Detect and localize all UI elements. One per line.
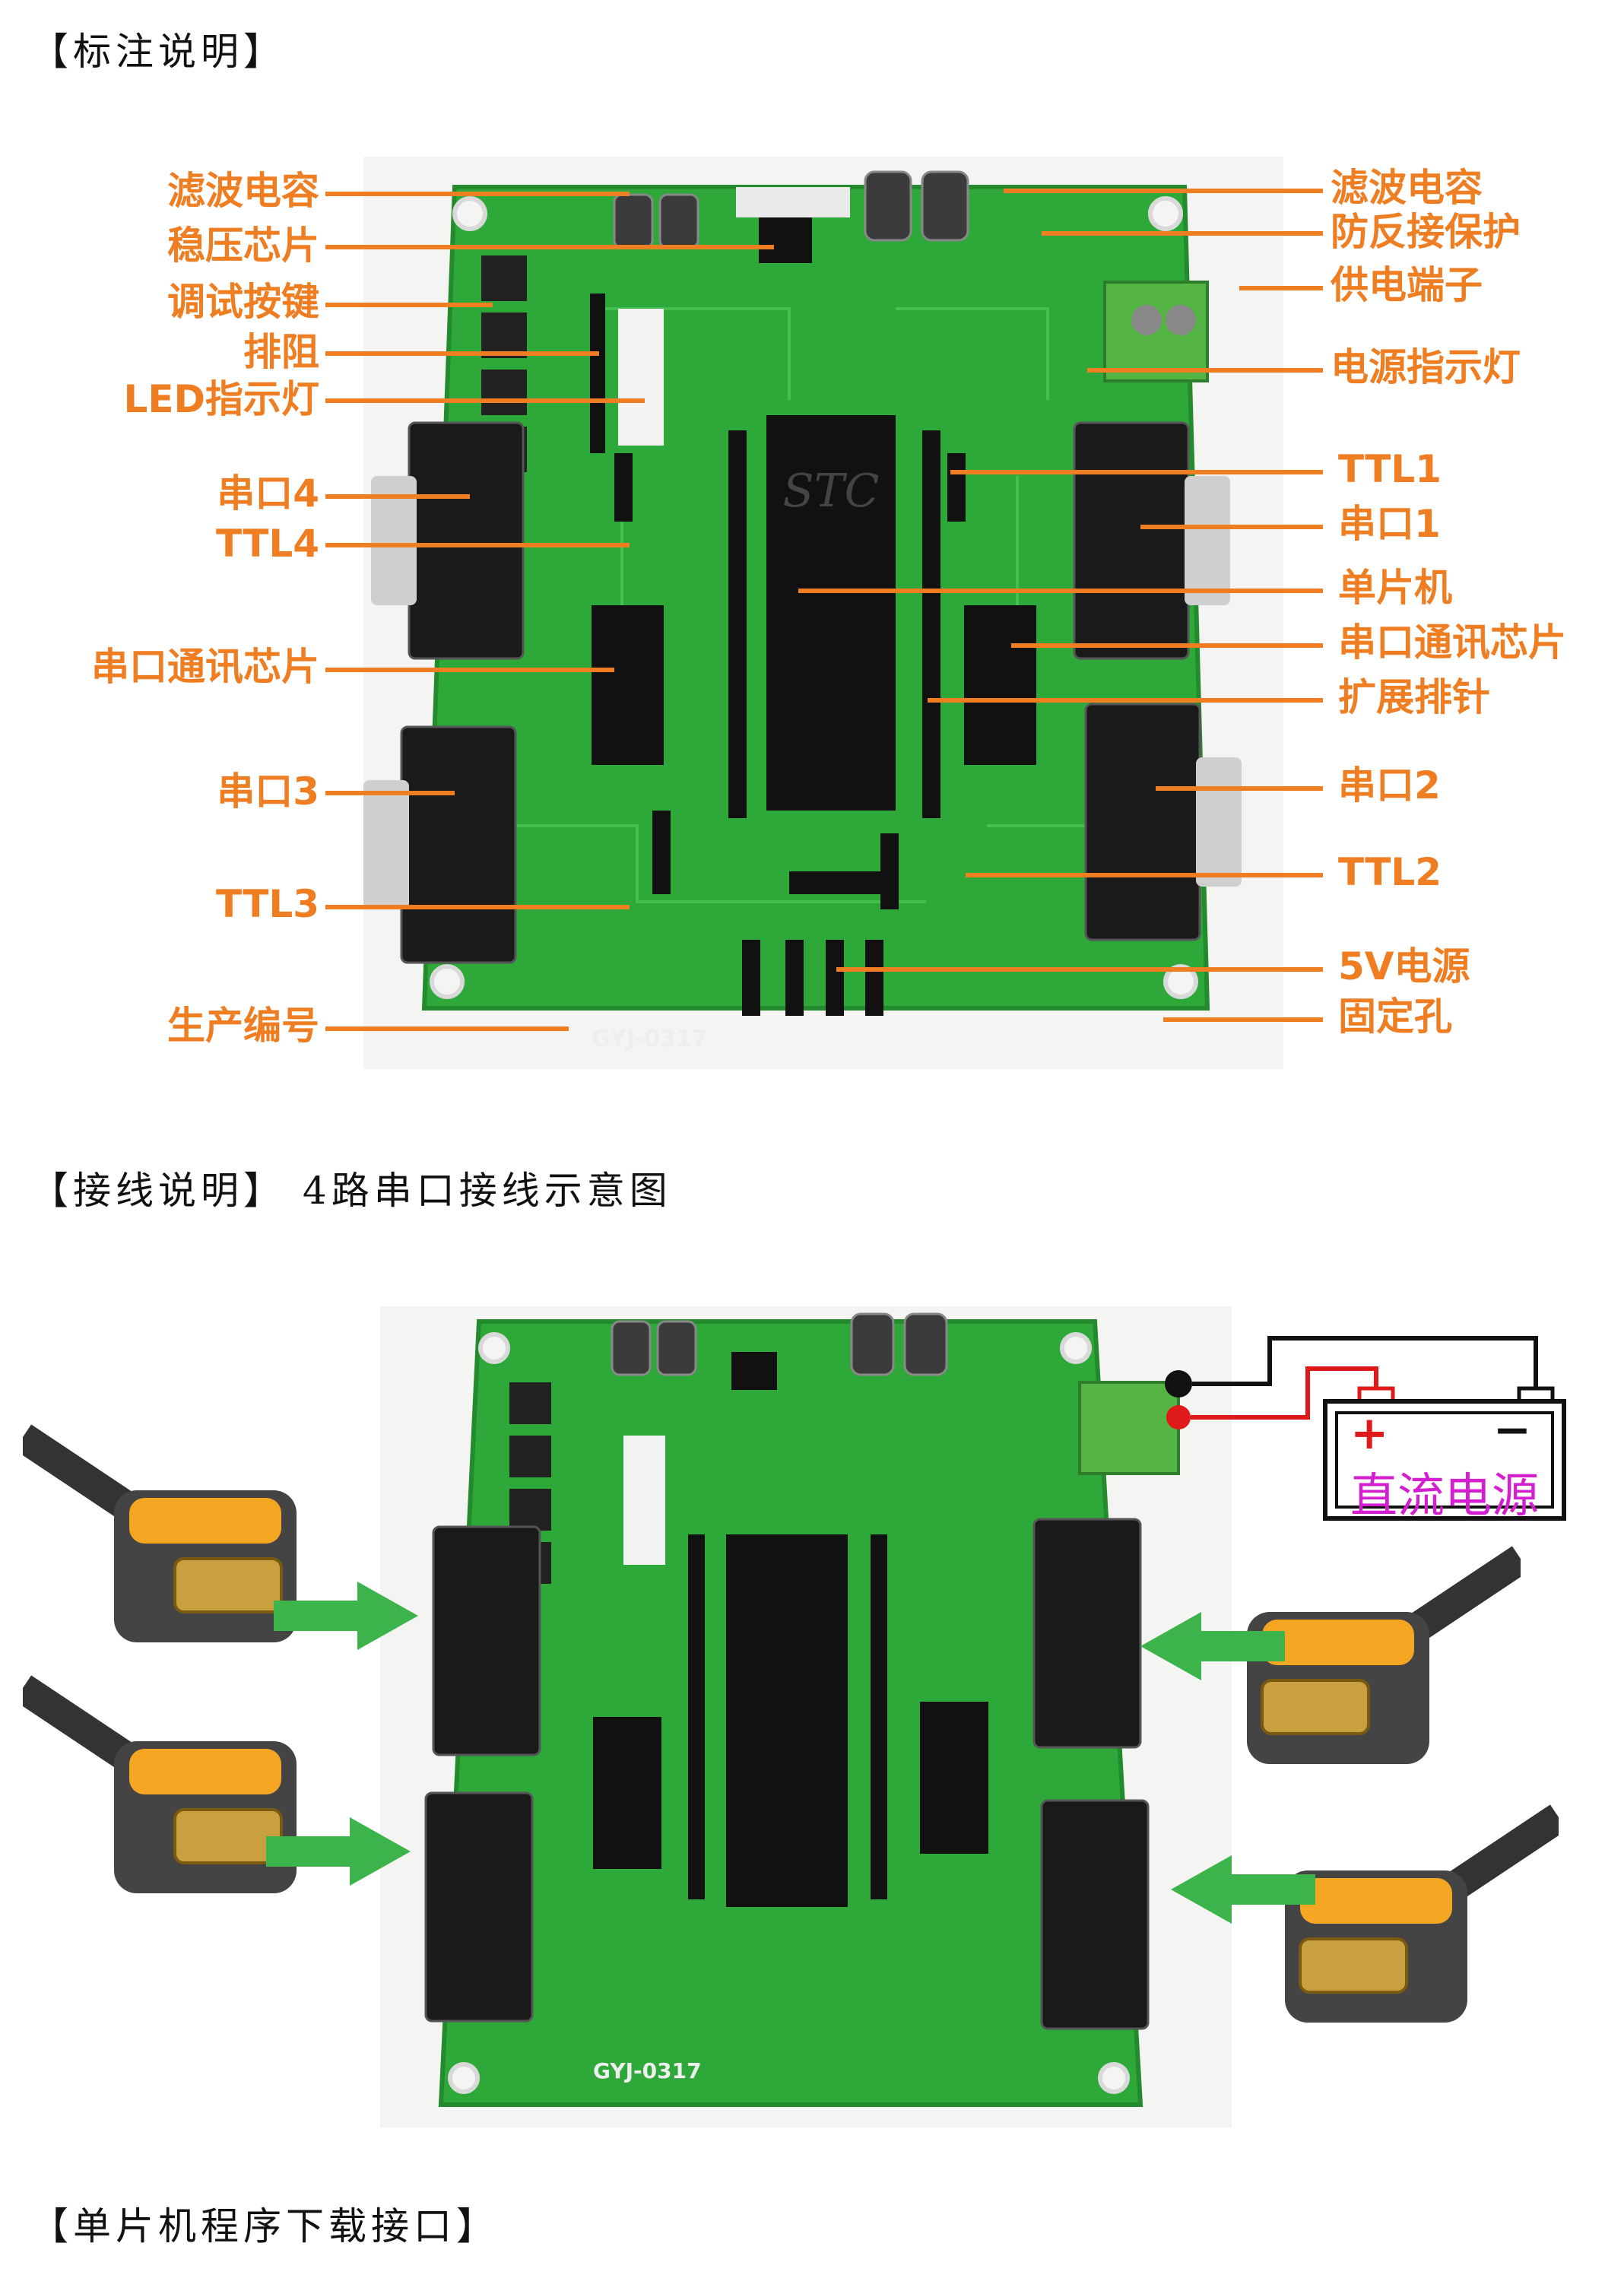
callout-serial2: 串口2 [1338, 763, 1441, 808]
callout-serial4: 串口4 [217, 471, 319, 516]
leader-line [1087, 368, 1323, 373]
callout-serial-chip-left: 串口通讯芯片 [91, 645, 319, 689]
db9-cable-icon [1247, 1546, 1521, 1764]
leader-line [950, 470, 1323, 474]
leader-line [1140, 525, 1323, 529]
callout-serial-number: 生产编号 [167, 1004, 319, 1048]
callout-expansion-header: 扩展排针 [1338, 675, 1490, 719]
leader-line [325, 905, 630, 909]
leader-line [1004, 189, 1323, 193]
plus-terminal-label: + [1350, 1407, 1389, 1460]
callout-mcu: 单片机 [1338, 566, 1452, 610]
callout-ttl4: TTL4 [215, 522, 319, 566]
db9-cable-icon [23, 1424, 297, 1642]
db9-cable-icon [23, 1675, 297, 1893]
leader-line [928, 698, 1323, 703]
callout-led: LED指示灯 [123, 377, 319, 421]
callout-5v-power: 5V电源 [1338, 944, 1470, 988]
leader-line [1163, 1017, 1323, 1022]
board-photo-annotated: STC GYJ-0317 [363, 157, 1283, 1069]
leader-line [325, 303, 493, 307]
dc-power-supply-icon: + − 直流电源 [1323, 1399, 1566, 1523]
callout-power-terminal: 供电端子 [1331, 263, 1483, 307]
callout-mounting-hole: 固定孔 [1338, 995, 1452, 1039]
leader-line [1156, 786, 1323, 791]
pcb-board-icon: GYJ-0317 [424, 1312, 1180, 2107]
leader-line [325, 192, 630, 196]
callout-debug-keys: 调试按键 [167, 280, 319, 324]
callout-ttl1: TTL1 [1338, 447, 1442, 491]
callout-serial3: 串口3 [217, 769, 319, 814]
leader-line [325, 543, 630, 547]
callout-reverse-protection: 防反接保护 [1331, 210, 1521, 254]
leader-line [836, 967, 1323, 972]
leader-line [1239, 286, 1323, 290]
leader-line [966, 873, 1323, 877]
callout-regulator: 稳压芯片 [167, 224, 319, 268]
heading-wiring: 【接线说明】 4路串口接线示意图 [30, 1169, 672, 1213]
leader-line [325, 351, 599, 356]
green-arrow-icon [266, 1817, 411, 1886]
chip-brand-label: STC [782, 465, 879, 518]
leader-line [325, 791, 455, 795]
callout-ttl2: TTL2 [1338, 850, 1442, 894]
leader-line [325, 494, 470, 499]
callout-filter-cap-left: 滤波电容 [167, 169, 319, 213]
leader-line [325, 245, 774, 249]
green-arrow-icon [1171, 1855, 1315, 1924]
leader-line [1042, 231, 1323, 236]
heading-download: 【单片机程序下载接口】 [30, 2204, 499, 2248]
heading-annotation: 【标注说明】 [30, 30, 286, 74]
leader-line [798, 589, 1323, 593]
green-arrow-icon [1140, 1612, 1285, 1680]
leader-line [325, 1026, 569, 1031]
callout-filter-cap-right: 滤波电容 [1331, 166, 1483, 210]
callout-serial1: 串口1 [1338, 502, 1441, 546]
leader-line [325, 668, 614, 672]
green-arrow-icon [274, 1582, 418, 1650]
board-photo-wiring: GYJ-0317 [380, 1306, 1232, 2127]
minus-terminal-label: − [1492, 1404, 1531, 1457]
callout-serial-chip-right: 串口通讯芯片 [1338, 620, 1566, 665]
leader-line [1011, 643, 1323, 648]
callout-ttl3: TTL3 [215, 882, 319, 926]
db9-cable-icon [1285, 1804, 1559, 2023]
serial-number-label: GYJ-0317 [592, 1026, 708, 1052]
leader-line [325, 398, 645, 403]
callout-resistor-array: 排阻 [243, 330, 319, 374]
power-supply-label: 直流电源 [1350, 1467, 1539, 1523]
dc-box-inner [1335, 1411, 1554, 1509]
callout-power-led: 电源指示灯 [1331, 345, 1521, 389]
serial-number-label: GYJ-0317 [593, 2058, 702, 2083]
pcb-board-icon: STC GYJ-0317 [363, 170, 1242, 1052]
